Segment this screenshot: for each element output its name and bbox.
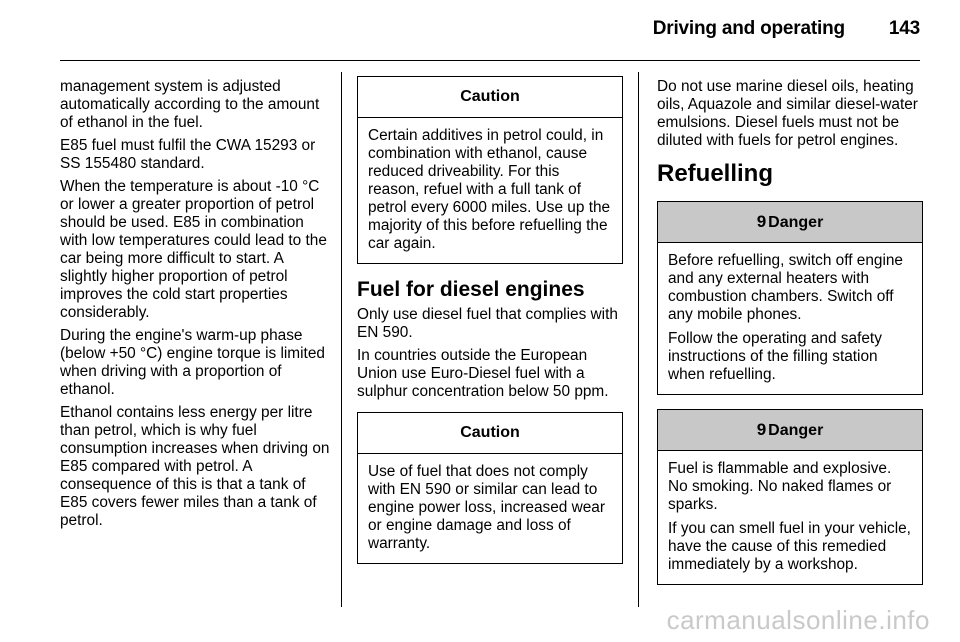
caution-text: Certain additives in petrol could, in co… — [368, 127, 611, 252]
danger-title: Danger — [768, 422, 824, 439]
column-middle: Caution Certain additives in petrol coul… — [357, 76, 623, 578]
section-title: Driving and operating — [652, 18, 845, 39]
paragraph: E85 fuel must fulfil the CWA 15293 or SS… — [60, 137, 316, 172]
danger-text: Fuel is flammable and explosive. No smok… — [668, 460, 892, 513]
caution-box: Caution Certain additives in petrol coul… — [357, 76, 623, 264]
paragraph: Only use diesel fuel that complies with … — [357, 306, 618, 341]
paragraph: Do not use marine diesel oils, heating o… — [657, 78, 918, 149]
column-divider — [638, 72, 639, 607]
paragraph: During the engine's warm-up phase (below… — [60, 327, 325, 398]
warning-triangle-icon: 9 — [756, 420, 767, 439]
paragraph: management system is adjusted automatica… — [60, 78, 320, 131]
danger-text: Before refuelling, switch off engine and… — [668, 252, 903, 323]
section-heading: Fuel for diesel engines — [357, 278, 585, 301]
column-right: Do not use marine diesel oils, heating o… — [657, 78, 923, 599]
danger-text: Follow the operating and safety instruct… — [668, 330, 882, 383]
paragraph: In countries outside the European Union … — [357, 347, 609, 400]
paragraph: When the temperature is about -10 °C or … — [60, 178, 327, 321]
caution-text: Use of fuel that does not comply with EN… — [368, 463, 605, 552]
column-left: management system is adjusted automatica… — [60, 78, 332, 535]
header-divider — [60, 60, 920, 61]
danger-text: If you can smell fuel in your vehicle, h… — [668, 520, 911, 573]
page-number: 143 — [888, 18, 920, 39]
section-heading: Refuelling — [657, 160, 774, 187]
danger-title: Danger — [768, 214, 824, 231]
watermark: carmanualsonline.info — [666, 605, 930, 635]
warning-triangle-icon: 9 — [756, 212, 767, 231]
paragraph: Ethanol contains less energy per litre t… — [60, 404, 330, 529]
column-divider — [341, 72, 342, 607]
caution-box: Caution Use of fuel that does not comply… — [357, 412, 623, 564]
caution-title: Caution — [358, 413, 622, 454]
caution-title: Caution — [358, 77, 622, 118]
page-header: Driving and operating 143 — [653, 18, 920, 40]
